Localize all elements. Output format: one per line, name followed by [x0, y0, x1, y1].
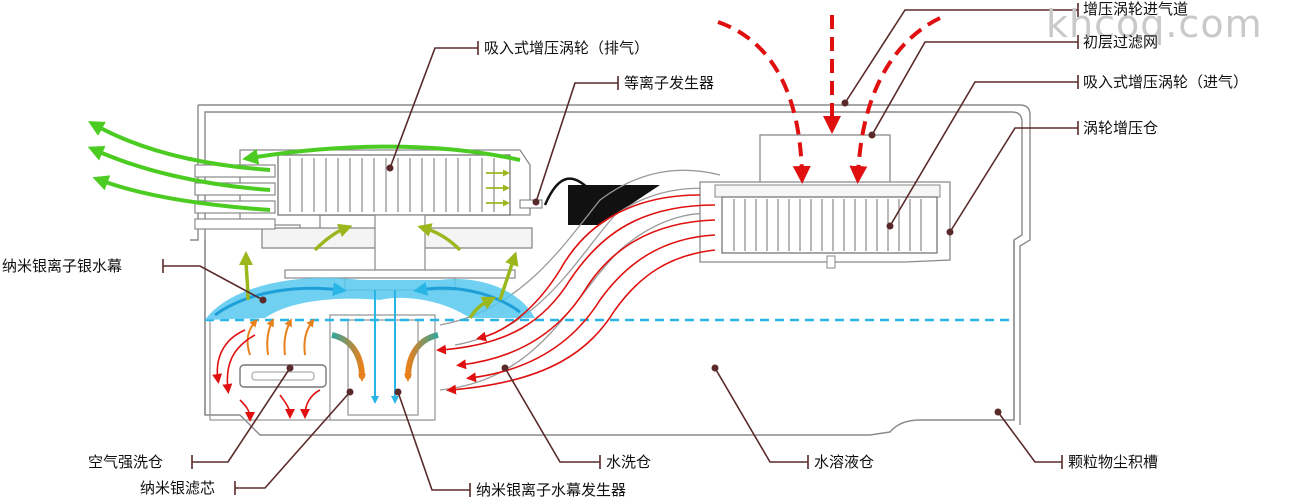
label-silver-core: 纳米银滤芯 — [140, 479, 216, 497]
label-silver-curtain: 纳米银离子银水幕 — [2, 257, 123, 275]
plasma-generator — [519, 177, 660, 225]
intake-turbo-chamber — [699, 134, 951, 269]
exhaust-airflow-arrows — [87, 121, 521, 212]
leader-dots — [259, 99, 1002, 416]
label-turbo-exhaust: 吸入式增压涡轮（排气） — [484, 39, 650, 57]
label-plasma-generator: 等离子发生器 — [624, 74, 715, 92]
label-curtain-generator: 纳米银离子水幕发生器 — [476, 481, 627, 499]
intake-arrows — [717, 15, 941, 184]
orange-flow-arrows — [246, 318, 315, 356]
label-air-wash: 空气强洗仓 — [88, 453, 164, 471]
red-curl-arrows — [212, 329, 321, 422]
label-turbo-chamber: 涡轮增压仓 — [1083, 119, 1159, 137]
label-turbo-intake: 吸入式增压涡轮（进气） — [1083, 73, 1249, 91]
leader-lines — [162, 3, 1079, 497]
label-primary-filter: 初层过滤网 — [1083, 33, 1159, 51]
small-yellow-arrows — [486, 169, 510, 207]
watermark: khcoq.com — [1046, 2, 1263, 46]
silver-water-curtain — [205, 277, 535, 404]
label-solution-chamber: 水溶液仓 — [814, 453, 875, 471]
label-wash-chamber: 水洗仓 — [606, 453, 652, 471]
label-intake-duct: 增压涡轮进气道 — [1083, 0, 1189, 18]
rising-airflow-arrows — [239, 223, 519, 319]
label-dust-tank: 颗粒物尘积槽 — [1068, 453, 1159, 471]
exhaust-impeller — [277, 154, 516, 291]
red-airflow-lines — [436, 194, 716, 395]
core-flow-arrows — [331, 332, 439, 382]
